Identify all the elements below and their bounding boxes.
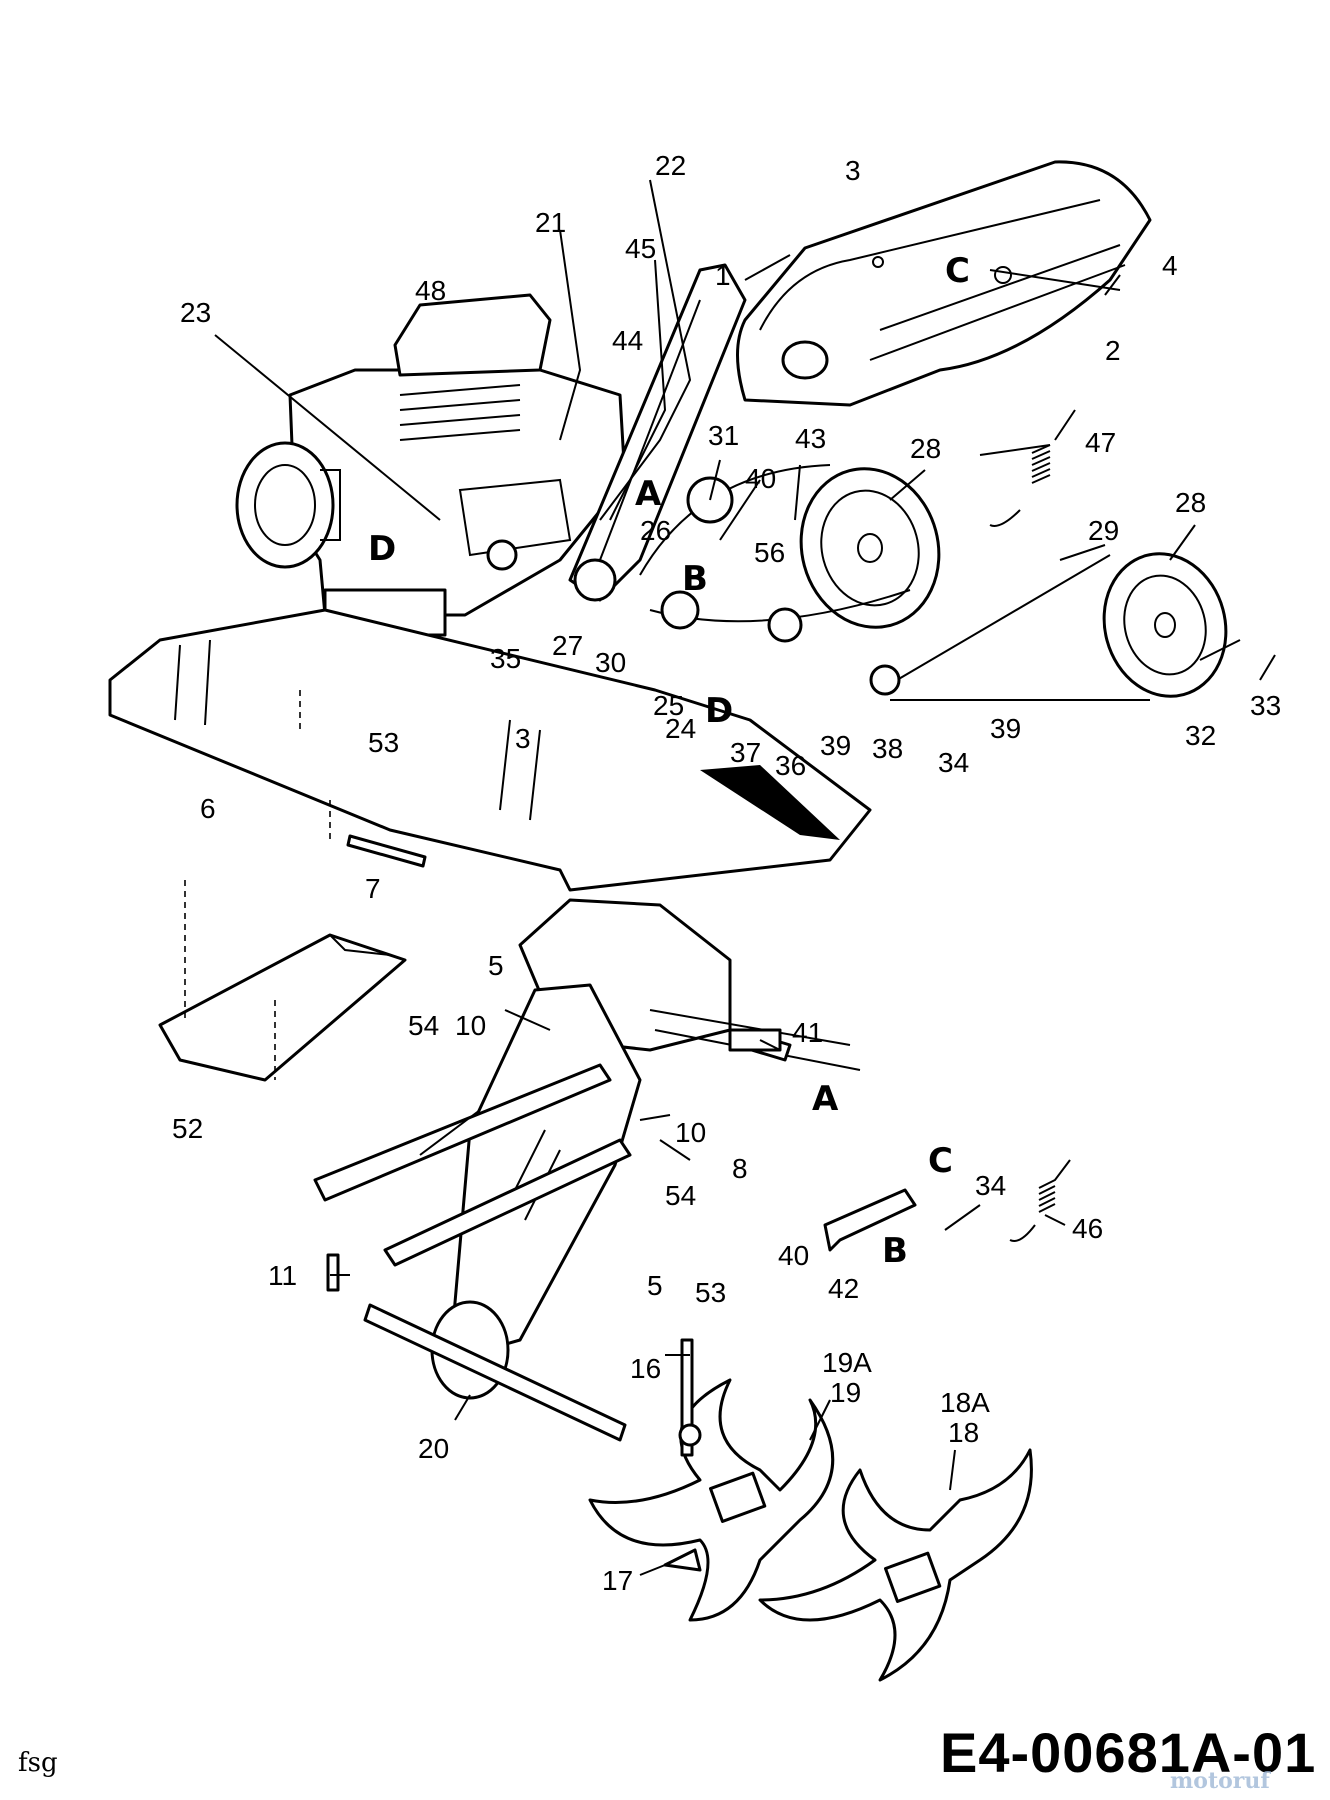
callout-24: 24 xyxy=(665,713,696,744)
callout-40-top: 40 xyxy=(745,463,776,494)
callout-2: 2 xyxy=(1105,335,1121,366)
callout-7: 7 xyxy=(365,873,381,904)
callout-30: 30 xyxy=(595,647,626,678)
callout-47: 47 xyxy=(1085,427,1116,458)
tines-18 xyxy=(758,1448,1033,1682)
callout-31: 31 xyxy=(708,420,739,451)
callout-56: 56 xyxy=(754,537,785,568)
shield-plate xyxy=(158,880,407,1082)
callout-32: 32 xyxy=(1185,720,1216,751)
callout-43: 43 xyxy=(795,423,826,454)
callout-48: 48 xyxy=(415,275,446,306)
callout-labels: 22 3 21 45 1 C 4 48 23 44 2 31 43 28 47 … xyxy=(172,150,1281,1596)
bracket-42 xyxy=(823,1188,917,1252)
callout-5-bottom: 5 xyxy=(647,1270,663,1301)
callout-28-right: 28 xyxy=(1175,487,1206,518)
callout-23: 23 xyxy=(180,297,211,328)
callout-40-bottom: 40 xyxy=(778,1240,809,1271)
callout-1: 1 xyxy=(715,260,731,291)
callout-35: 35 xyxy=(490,643,521,674)
callout-52: 52 xyxy=(172,1113,203,1144)
spring-46 xyxy=(1009,1159,1071,1242)
callout-38: 38 xyxy=(872,733,903,764)
callout-34-bottom: 34 xyxy=(975,1170,1006,1201)
callout-16: 16 xyxy=(630,1353,661,1384)
callout-29: 29 xyxy=(1088,515,1119,546)
callout-letter-c-top: C xyxy=(945,251,970,291)
callout-27: 27 xyxy=(552,630,583,661)
callout-18: 18 xyxy=(948,1417,979,1448)
callout-53-bottom: 53 xyxy=(695,1277,726,1308)
callout-5-top: 5 xyxy=(488,950,504,981)
belt-cover xyxy=(736,160,1152,407)
fasteners xyxy=(326,1028,782,1572)
engine xyxy=(235,293,627,637)
callout-19a: 19A xyxy=(822,1347,872,1378)
callout-19: 19 xyxy=(830,1377,861,1408)
callout-3-top: 3 xyxy=(845,155,861,186)
callout-46: 46 xyxy=(1072,1213,1103,1244)
callout-letter-b-bottom: B xyxy=(882,1231,908,1271)
callout-letter-c-bottom: C xyxy=(928,1141,953,1181)
callout-28-left: 28 xyxy=(910,433,941,464)
callout-39-left: 39 xyxy=(820,730,851,761)
pulleys xyxy=(573,464,1228,701)
callout-44: 44 xyxy=(612,325,643,356)
callout-letter-b-top: B xyxy=(682,559,708,599)
callout-letter-d-left: D xyxy=(368,529,396,569)
tine-shaft xyxy=(363,1303,627,1442)
callout-26: 26 xyxy=(640,515,671,546)
callout-letter-a-top: A xyxy=(635,474,662,514)
callout-6: 6 xyxy=(200,793,216,824)
callout-39-right: 39 xyxy=(990,713,1021,744)
footer-tag: fsg xyxy=(18,1748,58,1778)
document-code: E4-00681A-01 xyxy=(940,1721,1317,1784)
callout-22: 22 xyxy=(655,150,686,181)
watermark-logo: motoruf xyxy=(1170,1768,1270,1794)
callout-42: 42 xyxy=(828,1273,859,1304)
callout-11: 11 xyxy=(268,1260,297,1291)
callout-54-top: 54 xyxy=(408,1010,439,1041)
callout-37: 37 xyxy=(730,737,761,768)
callout-4: 4 xyxy=(1162,250,1178,281)
callout-25: 25 xyxy=(653,690,684,721)
leader-lines xyxy=(214,179,1276,1576)
callout-36: 36 xyxy=(775,750,806,781)
callout-letter-a-bottom: A xyxy=(812,1079,839,1119)
spring-47 xyxy=(989,409,1076,527)
callout-letter-d-mid: D xyxy=(705,691,733,731)
shaft-7 xyxy=(346,834,427,868)
tines-19 xyxy=(588,1378,835,1622)
tine-housing xyxy=(313,898,861,1400)
callout-53-top: 53 xyxy=(368,727,399,758)
callout-33: 33 xyxy=(1250,690,1281,721)
callout-34-top: 34 xyxy=(938,747,969,778)
tine-shield xyxy=(108,608,872,892)
callout-8: 8 xyxy=(732,1153,748,1184)
callout-21: 21 xyxy=(535,207,566,238)
callout-10-top: 10 xyxy=(455,1010,486,1041)
callout-18a: 18A xyxy=(940,1387,990,1418)
callout-54-bottom: 54 xyxy=(665,1180,696,1211)
callout-41: 41 xyxy=(792,1017,823,1048)
callout-3-mid: 3 xyxy=(515,723,531,754)
callout-10-bottom: 10 xyxy=(675,1117,706,1148)
callout-20: 20 xyxy=(418,1433,449,1464)
callout-17: 17 xyxy=(602,1565,633,1596)
callout-45: 45 xyxy=(625,233,656,264)
